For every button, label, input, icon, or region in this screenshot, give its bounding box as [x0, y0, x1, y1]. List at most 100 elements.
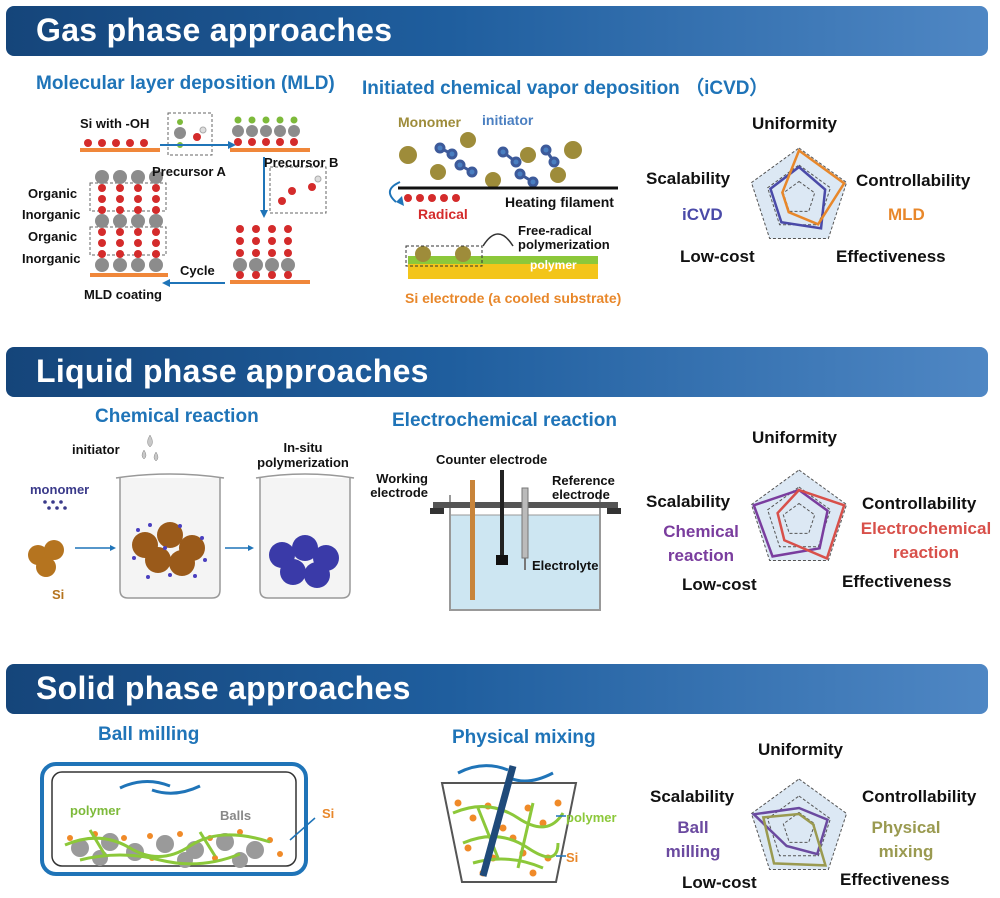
mld-stack-atom [95, 170, 109, 184]
icvd-subtitle: Initiated chemical vapor deposition （iCV… [362, 78, 769, 99]
icvd-radical-label: Radical [418, 206, 468, 222]
gas-radar-axis-uniformity: Uniformity [752, 114, 837, 133]
chem-si-label: Si [52, 587, 65, 602]
mld-stack-atom [152, 239, 160, 247]
mld-stack-atom [149, 258, 163, 272]
mld-stack-atom [116, 239, 124, 247]
radar-series-a [769, 165, 827, 230]
radar-grid-ring [767, 795, 831, 857]
radar-series-a [751, 806, 830, 856]
gas-radar-legend-icvd: iCVD [682, 205, 723, 224]
liquid-radar-legend-chemical: Chemical reaction [663, 522, 739, 565]
mld-cycle-label: Cycle [180, 263, 215, 278]
mld-inorganic-2: Inorganic [22, 251, 81, 266]
solid-radar-legend-ball: Ball milling [665, 818, 721, 861]
mld-stack-atom [149, 170, 163, 184]
radar-series-b [781, 148, 846, 226]
mld-coating-label: MLD coating [84, 287, 162, 302]
chem-monomer-label: monomer [30, 482, 90, 497]
mld-stack-atom [134, 206, 142, 214]
mld-stack-atom [113, 258, 127, 272]
mld-stack-atom [98, 228, 106, 236]
mld-stack-atom [116, 250, 124, 258]
chem-initiator-label: initiator [72, 442, 120, 457]
mld-stack-atom [116, 195, 124, 203]
mld-stack-atom [116, 228, 124, 236]
mld-stack-atom [98, 195, 106, 203]
mld-stack-atom [131, 258, 145, 272]
gas-phase-title: Gas phase approaches [36, 12, 393, 48]
mld-diagram [80, 112, 327, 287]
chemical-reaction-diagram [28, 434, 355, 599]
working-electrode-label: Working electrode [370, 471, 428, 500]
gas-radar-axis-effectiveness: Effectiveness [836, 247, 946, 266]
mld-stack-atom [152, 206, 160, 214]
liquid-phase-title: Liquid phase approaches [36, 353, 429, 389]
mld-stack-atom [116, 206, 124, 214]
mld-stack-atom [113, 170, 127, 184]
solid-radar-axis-effectiveness: Effectiveness [840, 870, 950, 889]
mld-stack-atom [98, 250, 106, 258]
gas-phase-header: Gas phase approaches [6, 6, 988, 56]
mld-stack-atom [152, 250, 160, 258]
mld-stack-atom [152, 184, 160, 192]
solid-radar-axis-uniformity: Uniformity [758, 740, 843, 759]
gas-radar-chart [750, 147, 848, 239]
physical-mixing-diagram [440, 764, 578, 883]
icvd-monomer-label: Monomer [398, 114, 461, 130]
liquid-radar-legend-electrochemical: Electrochemical reaction [860, 519, 992, 562]
mld-stack-atom [134, 195, 142, 203]
radar-grid-ring [782, 502, 816, 534]
liquid-radar-axis-controllability: Controllability [862, 494, 977, 513]
ball-milling-diagram [40, 762, 316, 876]
mld-stack-atom [113, 214, 127, 228]
electrochemical-reaction-subtitle: Electrochemical reaction [392, 410, 617, 431]
mld-stack-atom [134, 239, 142, 247]
mld-stack-atom [95, 214, 109, 228]
chemical-reaction-subtitle: Chemical reaction [95, 406, 259, 427]
ball-milling-subtitle: Ball milling [98, 724, 200, 745]
physical-mixing-subtitle: Physical mixing [452, 727, 596, 748]
mld-stack-atom [152, 228, 160, 236]
physical-mixing-si-label: Si [566, 850, 579, 865]
counter-electrode-label: Counter electrode [436, 452, 548, 467]
mld-stack-atom [98, 239, 106, 247]
mld-si-oh-label: Si with -OH [80, 116, 150, 131]
electrolyte-label: Electrolyte [532, 558, 599, 573]
electrochemical-diagram [430, 470, 621, 611]
mld-stack-atom [134, 228, 142, 236]
mld-subtitle: Molecular layer deposition (MLD) [36, 73, 335, 94]
liquid-radar-axis-scalability: Scalability [646, 492, 731, 511]
liquid-phase-header: Liquid phase approaches [6, 347, 988, 397]
solid-phase-title: Solid phase approaches [36, 670, 411, 706]
mld-stack-atom [131, 214, 145, 228]
liquid-radar-chart [750, 469, 848, 561]
radar-series-a [752, 488, 829, 558]
solid-radar-legend-physical: Physical mixing [871, 818, 941, 861]
radar-series-b [761, 812, 828, 867]
mld-stack-atom [134, 250, 142, 258]
radar-grid-ring [782, 180, 816, 212]
icvd-polymer-label: polymer [530, 258, 577, 272]
icvd-free-radical-label: Free-radical polymerization [518, 223, 610, 252]
liquid-radar-axis-effectiveness: Effectiveness [842, 572, 952, 591]
mld-organic-1: Organic [28, 186, 78, 201]
mld-stack-atom [152, 195, 160, 203]
solid-radar-axis-low-cost: Low-cost [682, 873, 757, 892]
ball-milling-balls-label: Balls [220, 808, 252, 823]
solid-radar-axis-scalability: Scalability [650, 787, 735, 806]
gas-radar-axis-low-cost: Low-cost [680, 247, 755, 266]
solid-radar-chart [750, 778, 848, 870]
ball-milling-si-label: Si [322, 806, 335, 821]
icvd-diagram [389, 132, 618, 279]
mld-precursor-a-label: Precursor A [152, 164, 226, 179]
mld-stack-atom [149, 214, 163, 228]
solid-phase-header: Solid phase approaches [6, 664, 988, 714]
gas-radar-legend-mld: MLD [888, 205, 925, 224]
mld-precursor-b-label: Precursor B [264, 155, 339, 170]
icvd-heating-label: Heating filament [505, 194, 614, 210]
gas-radar-axis-scalability: Scalability [646, 169, 731, 188]
icvd-initiator-label: initiator [482, 112, 534, 128]
mld-organic-2: Organic [28, 229, 78, 244]
ball-milling-polymer-label: polymer [70, 803, 121, 818]
